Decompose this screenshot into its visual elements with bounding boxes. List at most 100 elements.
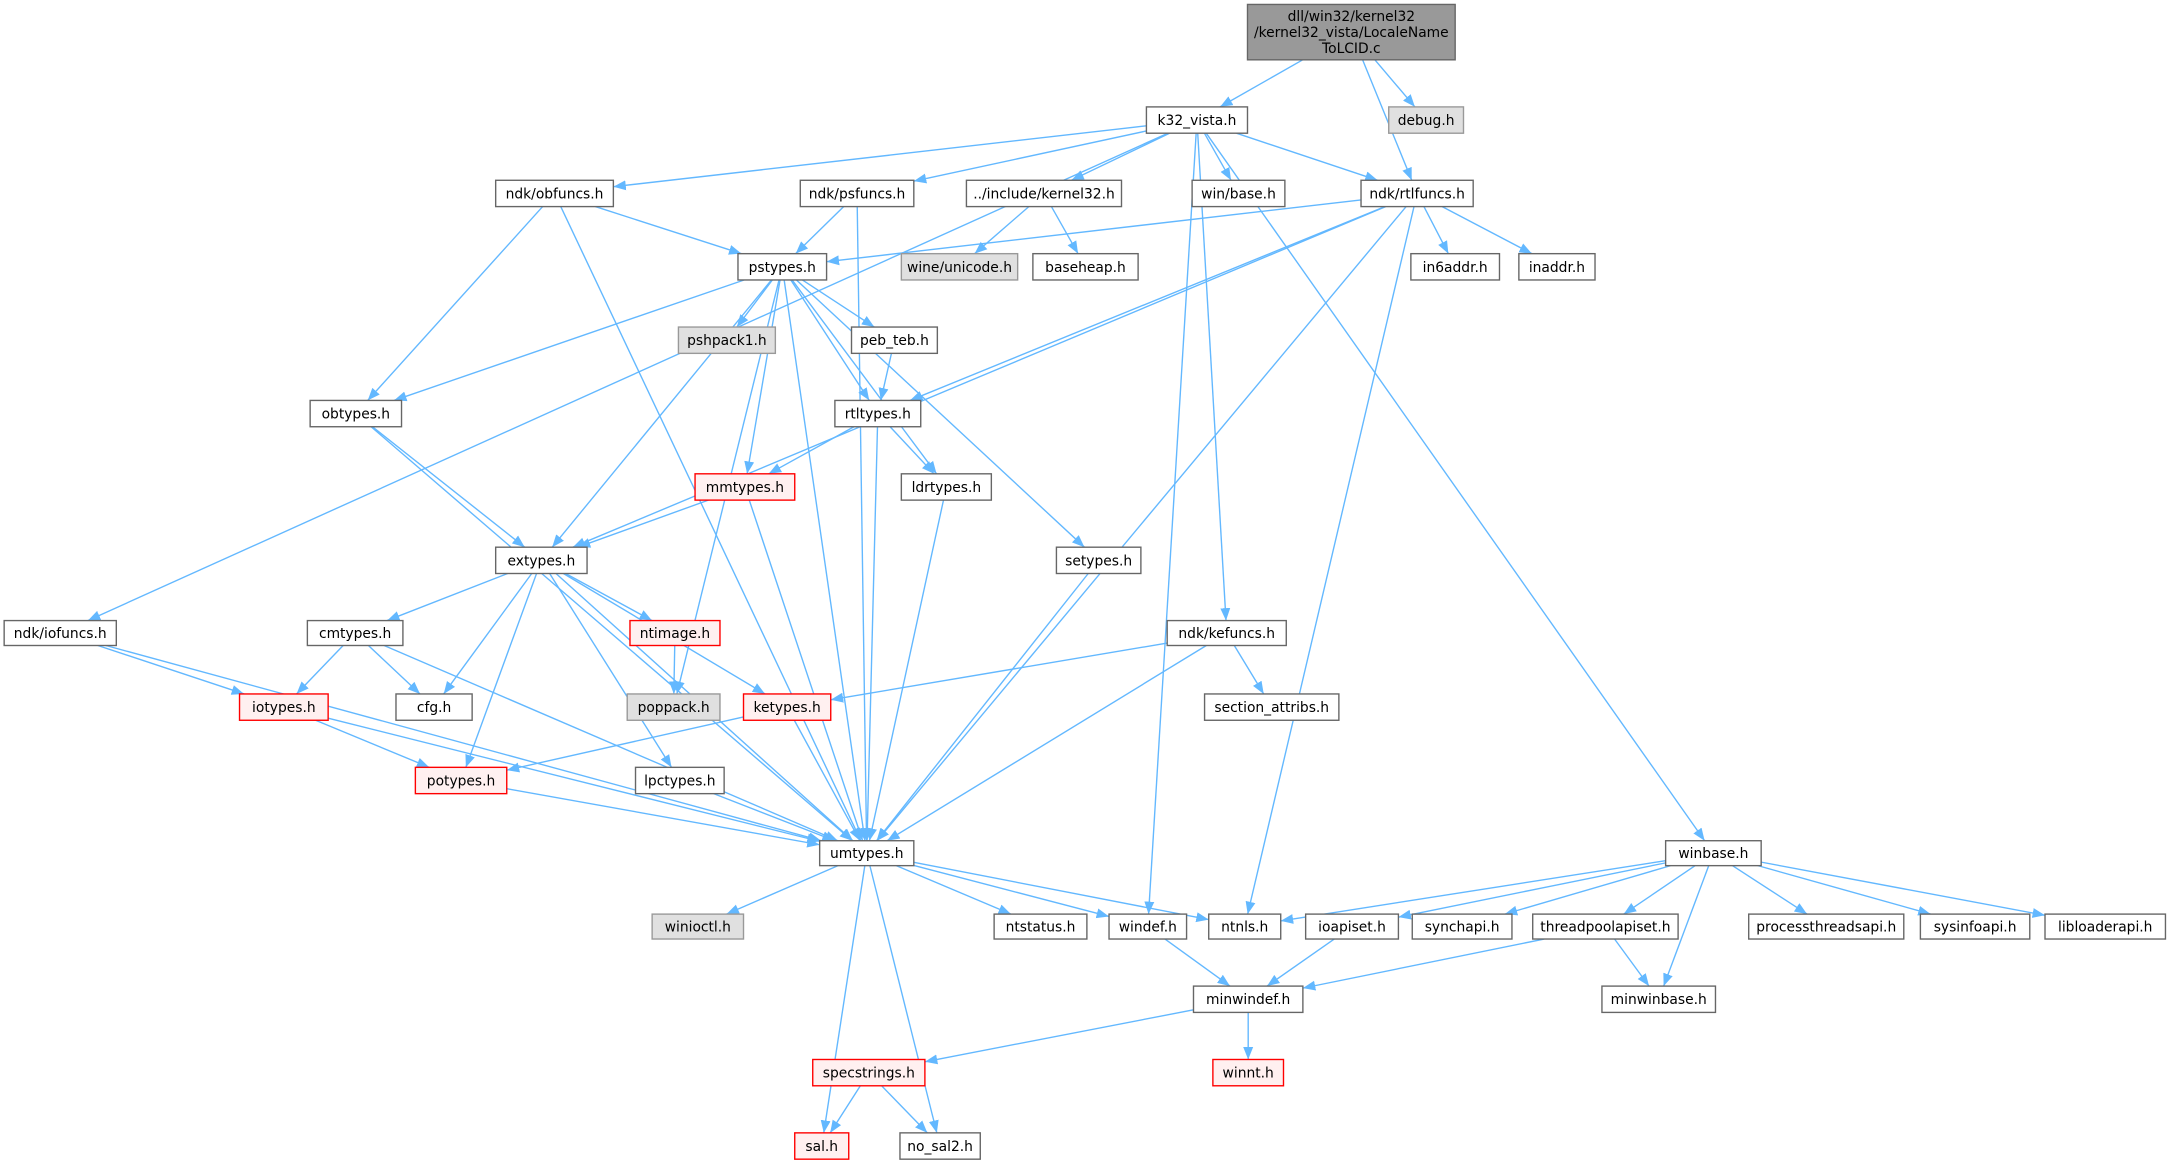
edge-psfuncs-to-pstypes: [795, 206, 845, 255]
node-psfuncs[interactable]: ndk/psfuncs.h: [799, 179, 915, 208]
node-obtypes[interactable]: obtypes.h: [309, 399, 403, 428]
edge-umtypes-to-ntnls: [913, 861, 1209, 923]
node-cmtypes[interactable]: cmtypes.h: [306, 619, 404, 647]
edge-extypes-to-cfg: [443, 573, 533, 695]
node-box: [1388, 106, 1465, 134]
node-box: [794, 1132, 850, 1160]
node-ldrtypes[interactable]: ldrtypes.h: [900, 473, 993, 501]
node-obfuncs[interactable]: ndk/obfuncs.h: [494, 179, 615, 208]
node-box: [812, 1058, 926, 1087]
node-iofuncs[interactable]: ndk/iofuncs.h: [3, 619, 117, 647]
node-label: cfg.h: [417, 700, 451, 716]
node-setypes[interactable]: setypes.h: [1055, 546, 1142, 575]
edge-ioapiset-to-minwindef: [1266, 938, 1335, 987]
node-sal[interactable]: sal.h: [794, 1132, 850, 1160]
node-windef[interactable]: windef.h: [1108, 913, 1188, 940]
edge-k32_vista-to-winbase: [1205, 132, 1706, 842]
edge-rtlfuncs-to-inaddr: [1441, 205, 1533, 255]
node-specstrings[interactable]: specstrings.h: [812, 1058, 926, 1087]
node-rtltypes[interactable]: rtltypes.h: [834, 399, 922, 428]
node-label: ndk/kefuncs.h: [1178, 626, 1275, 642]
node-lpctypes[interactable]: lpctypes.h: [634, 766, 725, 795]
edge-root-to-rtlfuncs: [1361, 59, 1413, 181]
edge-kefuncs-to-umtypes: [886, 644, 1207, 842]
edge-pstypes-to-extypes: [551, 279, 773, 548]
edge-obtypes-to-umtypes: [370, 426, 853, 842]
node-section_attribs[interactable]: section_attribs.h: [1203, 693, 1340, 721]
node-threadpoolapiset[interactable]: threadpoolapiset.h: [1532, 913, 1679, 940]
node-label: ndk/obfuncs.h: [506, 186, 604, 202]
node-label: ntnls.h: [1221, 920, 1268, 936]
edge-pstypes-to-obtypes: [393, 279, 745, 402]
node-label: sal.h: [805, 1139, 838, 1155]
nodes-layer: dll/win32/kernel32/kernel32_vista/Locale…: [3, 3, 2167, 1160]
node-minwinbase[interactable]: minwinbase.h: [1601, 985, 1717, 1014]
node-label: windef.h: [1119, 920, 1177, 936]
edge-extypes-to-lpctypes: [549, 573, 673, 768]
edge-winbase-to-threadpoolapiset: [1623, 865, 1696, 915]
node-label: baseheap.h: [1045, 260, 1126, 276]
node-kernel32[interactable]: ../include/kernel32.h: [965, 179, 1123, 208]
node-ioapiset[interactable]: ioapiset.h: [1304, 913, 1400, 940]
node-no_sal2[interactable]: no_sal2.h: [899, 1132, 981, 1160]
node-debug[interactable]: debug.h: [1388, 106, 1465, 134]
node-k32_vista[interactable]: k32_vista.h: [1145, 106, 1249, 134]
node-box: [309, 399, 403, 428]
edge-windef-to-minwindef: [1164, 938, 1231, 987]
node-label: in6addr.h: [1423, 260, 1488, 276]
node-box: [1192, 985, 1304, 1014]
node-label: pshpack1.h: [687, 333, 767, 349]
node-rtlfuncs[interactable]: ndk/rtlfuncs.h: [1360, 179, 1474, 208]
node-pstypes[interactable]: pstypes.h: [737, 252, 828, 281]
node-baseheap[interactable]: baseheap.h: [1032, 252, 1139, 281]
node-kefuncs[interactable]: ndk/kefuncs.h: [1166, 619, 1287, 647]
node-winbase[interactable]: winbase.h: [1664, 840, 1762, 867]
node-ntnls[interactable]: ntnls.h: [1208, 913, 1282, 940]
node-in6addr[interactable]: in6addr.h: [1410, 252, 1501, 281]
edge-k32_vista-to-kefuncs: [1197, 133, 1231, 621]
node-label: debug.h: [1398, 113, 1455, 129]
node-potypes[interactable]: potypes.h: [414, 766, 508, 795]
node-label: k32_vista.h: [1158, 113, 1237, 129]
node-box: [900, 252, 1019, 281]
node-inaddr[interactable]: inaddr.h: [1518, 252, 1596, 281]
node-box: [799, 179, 915, 208]
node-label: lpctypes.h: [644, 773, 715, 789]
edge-winbase-to-ioapiset: [1398, 862, 1666, 920]
edge-pstypes-to-ldrtypes: [791, 279, 938, 475]
edge-root-to-k32_vista: [1219, 59, 1304, 108]
node-synchapi[interactable]: synchapi.h: [1411, 913, 1513, 940]
node-label: sysinfoapi.h: [1934, 920, 2017, 936]
node-ntstatus[interactable]: ntstatus.h: [993, 913, 1088, 940]
node-winbase_base[interactable]: win/base.h: [1191, 179, 1286, 208]
node-minwindef[interactable]: minwindef.h: [1192, 985, 1304, 1014]
node-sysinfoapi[interactable]: sysinfoapi.h: [1919, 913, 2031, 940]
node-peb_teb[interactable]: peb_teb.h: [850, 326, 939, 355]
node-iotypes[interactable]: iotypes.h: [238, 693, 329, 721]
node-umtypes[interactable]: umtypes.h: [818, 840, 915, 867]
node-box: [306, 619, 404, 647]
node-pshpack1[interactable]: pshpack1.h: [677, 326, 777, 355]
node-wineunicode[interactable]: wine/unicode.h: [900, 252, 1019, 281]
node-poppack[interactable]: poppack.h: [626, 693, 721, 721]
edge-winbase-to-libloaderapi: [1761, 861, 2046, 918]
node-libloaderapi[interactable]: libloaderapi.h: [2044, 913, 2167, 940]
node-ntimage[interactable]: ntimage.h: [629, 619, 721, 647]
edge-specstrings-to-sal: [829, 1085, 861, 1134]
node-winnt[interactable]: winnt.h: [1212, 1058, 1285, 1087]
edge-ldrtypes-to-umtypes: [867, 499, 945, 841]
node-extypes[interactable]: extypes.h: [494, 546, 588, 575]
node-ketypes[interactable]: ketypes.h: [742, 693, 832, 721]
node-mmtypes[interactable]: mmtypes.h: [694, 473, 796, 501]
edge-obfuncs-to-pstypes: [595, 205, 742, 255]
node-root[interactable]: dll/win32/kernel32/kernel32_vista/Locale…: [1246, 3, 1456, 61]
node-label: poppack.h: [638, 700, 710, 716]
node-box: [900, 473, 993, 501]
node-processthreadsapi[interactable]: processthreadsapi.h: [1748, 913, 1905, 940]
edge-rtltypes-to-umtypes: [862, 426, 879, 841]
node-label: ldrtypes.h: [912, 480, 982, 496]
node-winioctl[interactable]: winioctl.h: [651, 913, 745, 940]
node-cfg[interactable]: cfg.h: [395, 693, 473, 721]
edge-lpctypes-to-umtypes: [713, 793, 835, 842]
edge-winbase-to-synchapi: [1504, 864, 1671, 916]
